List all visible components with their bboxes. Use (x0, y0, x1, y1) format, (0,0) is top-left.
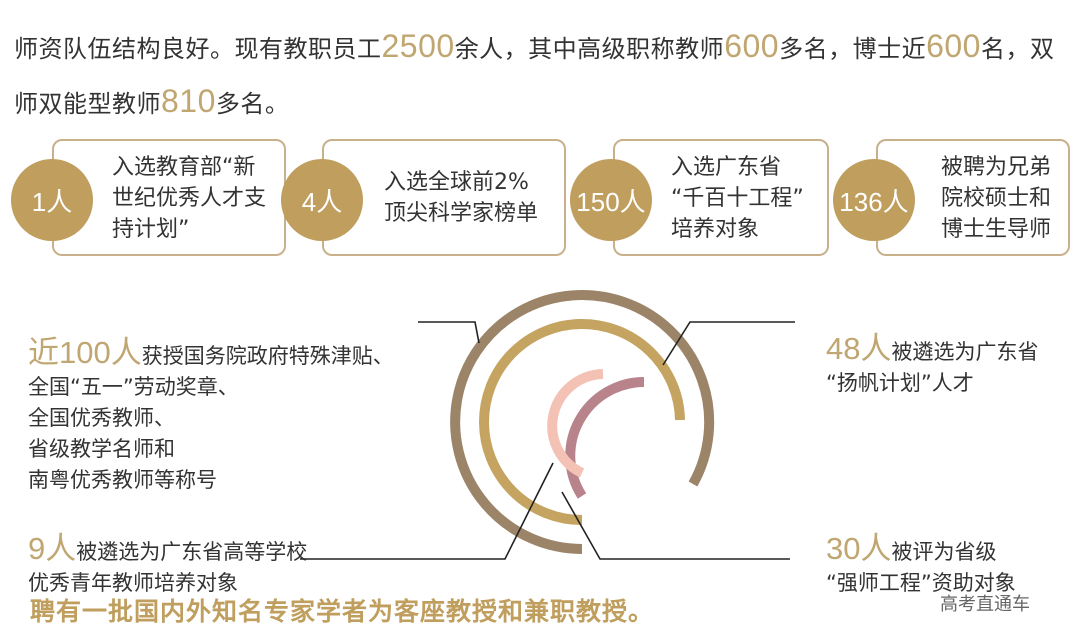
callout-top-right: 48人被遴选为广东省 “扬帆计划”人才 (826, 302, 1038, 399)
footer-statement: 聘有一批国内外知名专家学者为客座教授和兼职教授。 (30, 597, 655, 626)
connector-top-left (418, 321, 480, 344)
intro-text: 多名。 (215, 90, 290, 118)
callout-count: 近100人 (28, 335, 142, 370)
gold-ring (479, 319, 685, 525)
connector-bottom-left (300, 462, 554, 560)
card-text: 入选教育部“新 世纪优秀人才支 持计划” (112, 155, 267, 242)
phd-count: 600 (926, 28, 981, 64)
callout-top-left: 近100人获授国务院政府特殊津贴、全国“五一”劳动奖章、 全国优秀教师、 省级教… (28, 306, 394, 496)
outer-ring (450, 290, 715, 554)
stat-card-3: 150人 入选广东省 “千百十工程” 培养对象 (570, 139, 830, 256)
peach-ring (547, 369, 604, 478)
rose-ring (565, 377, 645, 499)
intro-text: 余人，其中高级职称教师 (454, 35, 725, 63)
callout-text: 获授国务院政府特殊津贴、 (141, 344, 394, 368)
dual-teacher-count: 810 (161, 83, 216, 119)
callout-bottom-left: 9人被遴选为广东省高等学校优秀青年教师培养对象 (28, 502, 307, 599)
watermark: 高考直通车 (940, 594, 1030, 615)
count-circle: 4人 (281, 159, 363, 241)
callout-text: 全国“五一”劳动奖章、 全国优秀教师、 省级教学名师和 南粤优秀教师等称号 (28, 375, 239, 492)
count-circle: 1人 (11, 159, 93, 241)
callout-bottom-right: 30人被评为省级 “强师工程”资助对象 (826, 502, 1016, 599)
stat-card-2: 4人 入选全球前2% 顶尖科学家榜单 (280, 139, 570, 256)
intro-text: 名，双师双能型教师 (14, 35, 1055, 118)
callout-text: 被评为省级 (891, 540, 997, 564)
card-frame (876, 139, 1070, 256)
callout-text: “扬帆计划”人才 (826, 371, 974, 395)
intro-text: 师资队伍结构良好。现有教职员工 (14, 35, 382, 63)
callout-text: 被遴选为广东省高等学校 (76, 540, 308, 564)
card-text: 入选全球前2% 顶尖科学家榜单 (384, 170, 539, 226)
stat-card-1: 1人 入选教育部“新 世纪优秀人才支 持计划” (8, 139, 288, 256)
stat-card-4: 136人 被聘为兄弟 院校硕士和 博士生导师 (833, 139, 1078, 256)
card-text: 被聘为兄弟 院校硕士和 博士生导师 (941, 155, 1052, 242)
connector-top-right (662, 321, 795, 366)
connector-bottom-right (561, 491, 790, 560)
senior-title-count: 600 (724, 28, 780, 64)
count-circle: 150人 (570, 159, 652, 241)
callout-text: 优秀青年教师培养对象 (28, 571, 238, 595)
intro-text: 多名，博士近 (779, 35, 927, 63)
intro-paragraph: 师资队伍结构良好。现有教职员工2500余人，其中高级职称教师600多名，博士近6… (14, 20, 1074, 130)
callout-count: 48人 (826, 331, 892, 366)
staff-count: 2500 (381, 28, 455, 64)
count-circle: 136人 (833, 159, 915, 241)
callout-text: 被遴选为广东省 (891, 340, 1039, 364)
callout-count: 9人 (28, 531, 77, 566)
card-text: 入选广东省 “千百十工程” 培养对象 (671, 155, 804, 242)
callout-count: 30人 (826, 531, 892, 566)
callout-text: “强师工程”资助对象 (826, 571, 1016, 595)
